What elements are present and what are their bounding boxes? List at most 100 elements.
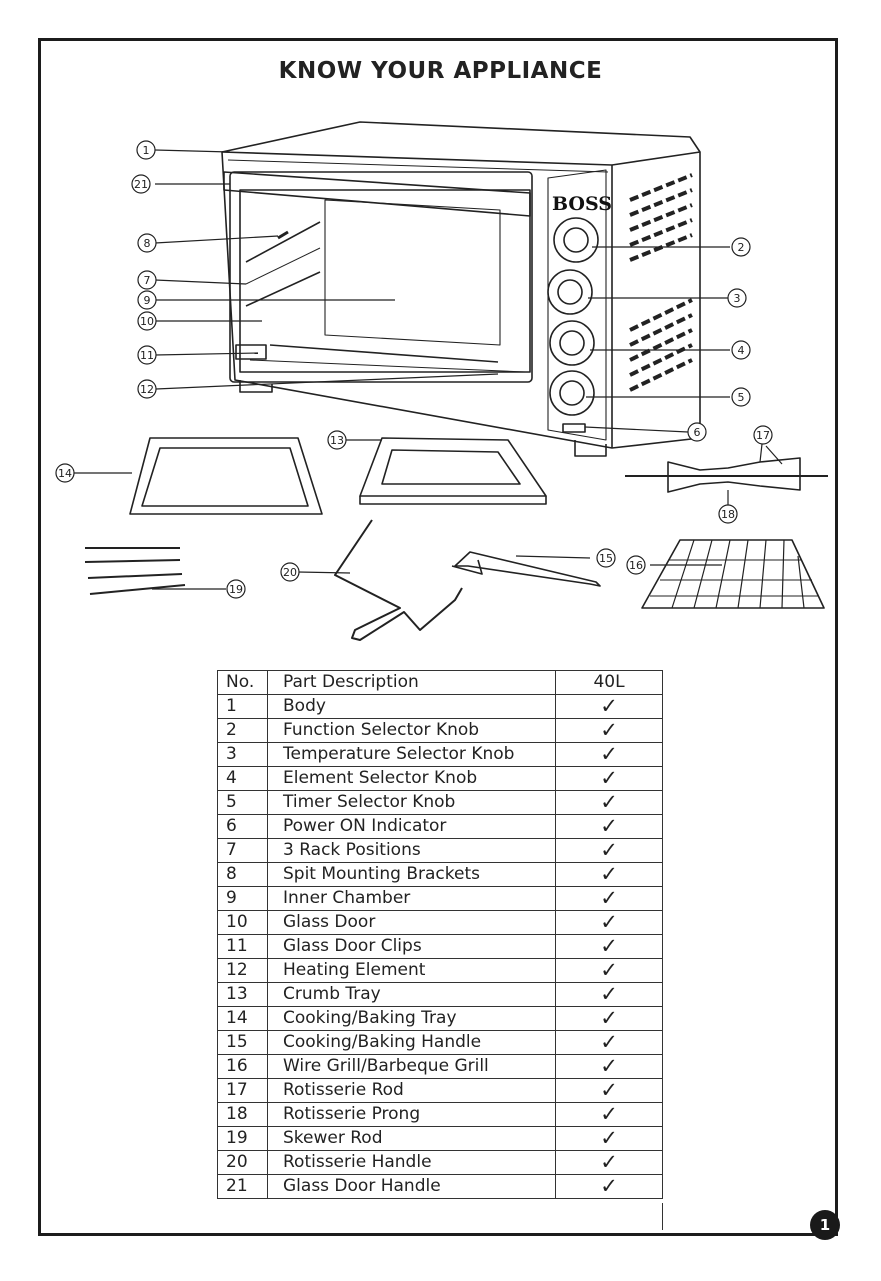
- callout-marker-1: 1: [136, 140, 156, 160]
- row-number: 8: [217, 862, 268, 887]
- row-number: 19: [217, 1126, 268, 1151]
- row-number: 14: [217, 1006, 268, 1031]
- table-tail-line: [662, 1203, 663, 1230]
- checkmark-icon: ✓: [555, 790, 663, 815]
- row-number: 15: [217, 1030, 268, 1055]
- skewer-rods-shape: [84, 547, 186, 595]
- row-number: 13: [217, 982, 268, 1007]
- row-part-description: Temperature Selector Knob: [267, 742, 556, 767]
- row-part-description: Rotisserie Handle: [267, 1150, 556, 1175]
- callout-number: 14: [58, 467, 72, 480]
- row-part-description: Timer Selector Knob: [267, 790, 556, 815]
- callout-number: 1: [143, 144, 150, 157]
- row-part-description: Skewer Rod: [267, 1126, 556, 1151]
- row-number: 11: [217, 934, 268, 959]
- checkmark-icon: ✓: [555, 694, 663, 719]
- callout-marker-17: 17: [753, 425, 773, 445]
- checkmark-icon: ✓: [555, 718, 663, 743]
- checkmark-icon: ✓: [555, 862, 663, 887]
- row-part-description: Function Selector Knob: [267, 718, 556, 743]
- callout-number: 13: [330, 434, 344, 447]
- rotisserie-handle-shape: [334, 519, 463, 641]
- row-part-description: Element Selector Knob: [267, 766, 556, 791]
- row-number: 3: [217, 742, 268, 767]
- callout-marker-3: 3: [727, 288, 747, 308]
- checkmark-icon: ✓: [555, 1030, 663, 1055]
- callout-marker-16: 16: [626, 555, 646, 575]
- checkmark-icon: ✓: [555, 1102, 663, 1127]
- checkmark-icon: ✓: [555, 1006, 663, 1031]
- callout-marker-8: 8: [137, 233, 157, 253]
- callout-marker-13: 13: [327, 430, 347, 450]
- page-number-badge: 1: [810, 1210, 840, 1240]
- row-part-description: Rotisserie Prong: [267, 1102, 556, 1127]
- callout-number: 15: [599, 552, 613, 565]
- row-part-description: Power ON Indicator: [267, 814, 556, 839]
- checkmark-icon: ✓: [555, 1054, 663, 1079]
- callout-number: 9: [144, 294, 151, 307]
- callout-marker-2: 2: [731, 237, 751, 257]
- callout-marker-5: 5: [731, 387, 751, 407]
- row-number: 9: [217, 886, 268, 911]
- row-part-description: Wire Grill/Barbeque Grill: [267, 1054, 556, 1079]
- callout-number: 11: [140, 349, 154, 362]
- header-part-description: Part Description: [267, 670, 556, 695]
- callout-number: 16: [629, 559, 643, 572]
- checkmark-icon: ✓: [555, 838, 663, 863]
- callout-number: 21: [134, 178, 148, 191]
- checkmark-icon: ✓: [555, 742, 663, 767]
- callout-number: 5: [738, 391, 745, 404]
- rotisserie-rod-shape: [625, 457, 828, 493]
- checkmark-icon: ✓: [555, 814, 663, 839]
- callout-number: 20: [283, 566, 297, 579]
- row-part-description: Crumb Tray: [267, 982, 556, 1007]
- table-header-row: No. Part Description 40L: [217, 670, 663, 695]
- callout-number: 17: [756, 429, 770, 442]
- checkmark-icon: ✓: [555, 982, 663, 1007]
- baking-tray-shape: [129, 437, 323, 515]
- callout-marker-6: 6: [687, 422, 707, 442]
- row-number: 2: [217, 718, 268, 743]
- callout-marker-10: 10: [137, 311, 157, 331]
- row-number: 1: [217, 694, 268, 719]
- row-number: 17: [217, 1078, 268, 1103]
- callout-number: 8: [144, 237, 151, 250]
- callout-marker-14: 14: [55, 463, 75, 483]
- row-number: 10: [217, 910, 268, 935]
- row-part-description: Cooking/Baking Handle: [267, 1030, 556, 1055]
- row-number: 12: [217, 958, 268, 983]
- baking-handle-shape: [451, 551, 601, 587]
- callout-marker-7: 7: [137, 270, 157, 290]
- crumb-tray-shape: [359, 437, 547, 505]
- row-number: 18: [217, 1102, 268, 1127]
- callout-number: 19: [229, 583, 243, 596]
- page-title: KNOW YOUR APPLIANCE: [278, 58, 603, 84]
- row-part-description: 3 Rack Positions: [267, 838, 556, 863]
- row-number: 4: [217, 766, 268, 791]
- callout-marker-19: 19: [226, 579, 246, 599]
- checkmark-icon: ✓: [555, 934, 663, 959]
- callout-marker-21: 21: [131, 174, 151, 194]
- row-number: 20: [217, 1150, 268, 1175]
- row-number: 7: [217, 838, 268, 863]
- callout-number: 7: [144, 274, 151, 287]
